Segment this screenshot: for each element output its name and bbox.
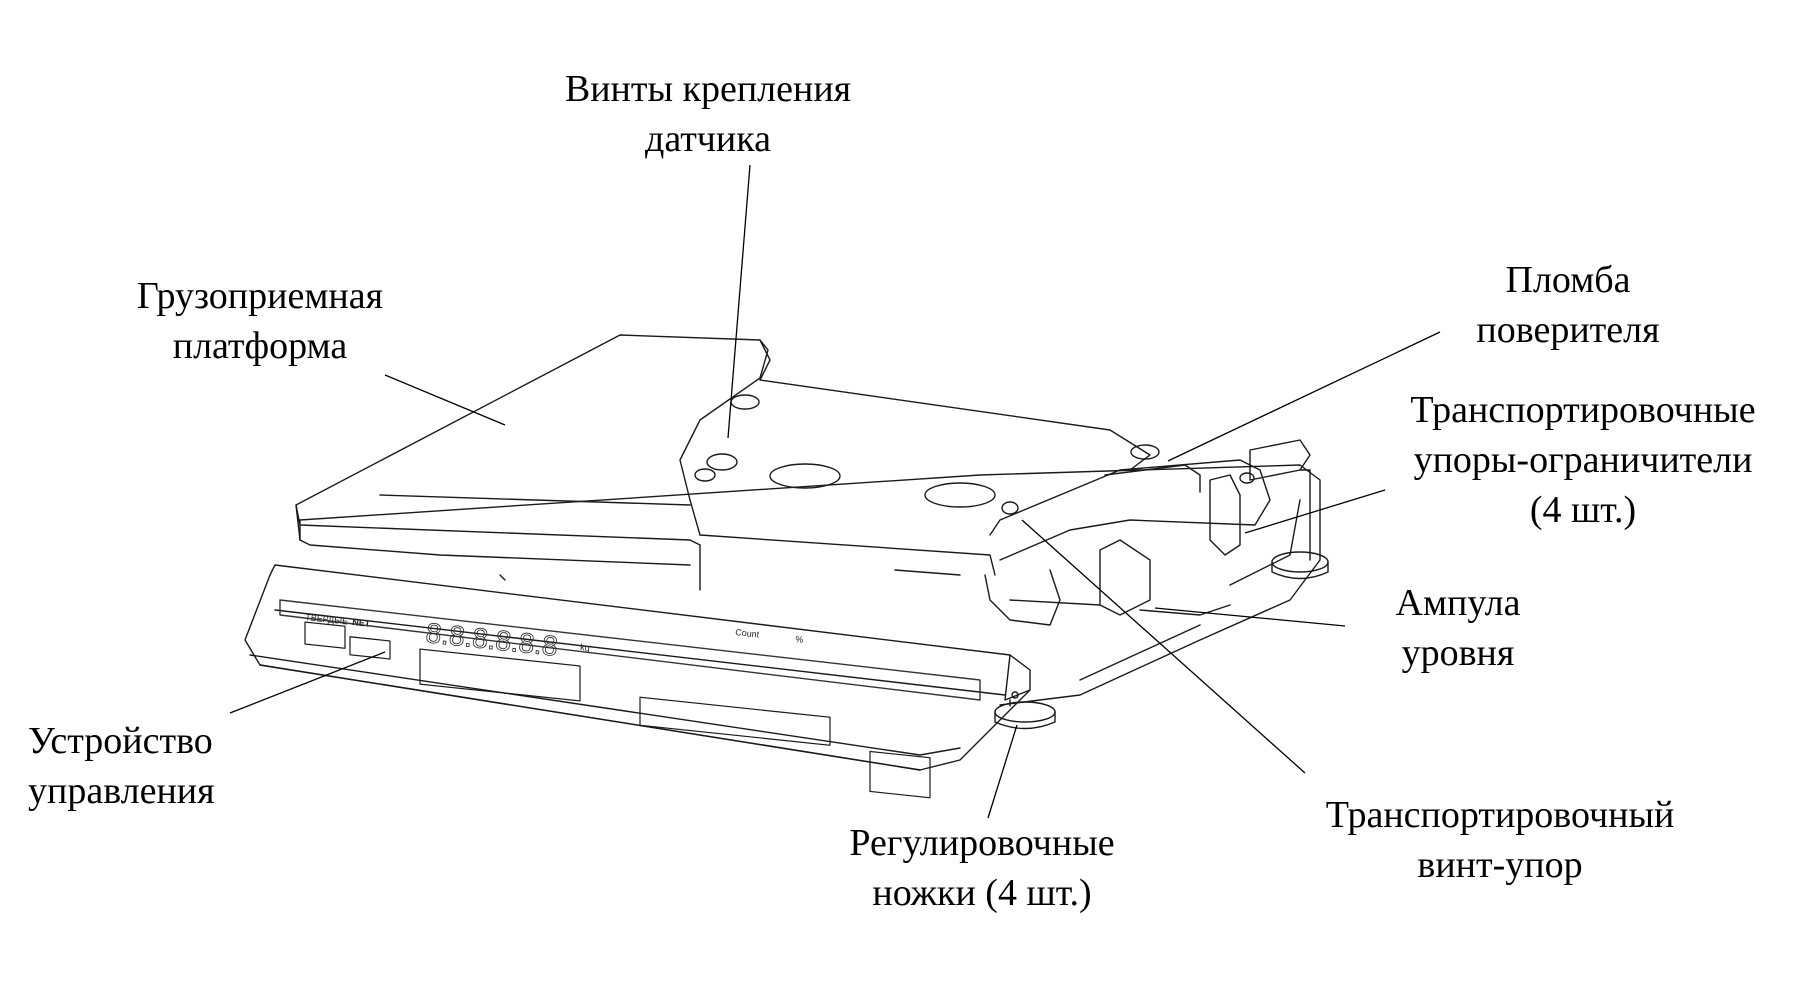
transport-mechanism — [984, 439, 1329, 626]
label-control-unit-line2: управления — [28, 770, 215, 812]
label-transport-stops-line2: упоры-ограничители — [1413, 439, 1753, 481]
label-adjusting-feet: Регулировочные ножки (4 шт.) — [832, 818, 1132, 918]
label-verifier-seal-line2: поверителя — [1476, 309, 1660, 351]
label-level-ampoule-line1: Ампула — [1395, 582, 1521, 624]
leader-transport-screw — [1021, 519, 1306, 774]
label-transport-stops-line3: (4 шт.) — [1529, 489, 1637, 531]
label-transport-stops: Транспортировочные упоры-ограничители (4… — [1378, 385, 1788, 535]
panel-count-text: Count — [735, 627, 760, 640]
label-transport-stops-line1: Транспортировочные — [1410, 389, 1756, 431]
adjusting-foot — [994, 691, 1056, 730]
panel-display-digits: 8.8.8.8.8.8 — [424, 617, 559, 662]
panel-percent-text: % — [795, 634, 804, 645]
load-platform — [295, 334, 1160, 591]
label-level-ampoule: Ампула уровня — [1358, 578, 1558, 678]
label-control-unit-line1: Устройство — [28, 720, 213, 762]
leader-level-ampoule — [1154, 607, 1346, 627]
label-transport-screw-line2: винт-упор — [1417, 844, 1583, 886]
panel-unit: kg — [580, 642, 591, 653]
leader-sensor-screws — [727, 164, 751, 439]
leader-control-unit — [229, 651, 386, 714]
label-adjusting-feet-line1: Регулировочные — [849, 822, 1115, 864]
label-level-ampoule-line2: уровня — [1401, 632, 1515, 674]
leader-verifier-seal — [1167, 331, 1441, 462]
leader-platform — [384, 374, 506, 426]
leader-transport-stops — [1244, 489, 1386, 534]
label-transport-screw: Транспортировочный винт-упор — [1290, 790, 1710, 890]
label-platform: Грузоприемная платформа — [110, 271, 410, 371]
label-control-unit: Устройство управления — [28, 716, 308, 816]
label-sensor-screws-line2: датчика — [644, 118, 772, 160]
leader-lines — [229, 164, 1441, 819]
label-verifier-seal: Пломба поверителя — [1448, 255, 1688, 355]
leader-adjusting-feet — [987, 724, 1018, 819]
label-verifier-seal-line1: Пломба — [1505, 259, 1631, 301]
panel-logo-text: ТВЕРДЫЕ — [305, 612, 349, 626]
label-sensor-screws-line1: Винты крепления — [564, 68, 852, 110]
label-adjusting-feet-line2: ножки (4 шт.) — [872, 872, 1092, 914]
control-panel-housing — [244, 564, 1031, 771]
panel-net-text: NET — [352, 617, 371, 629]
scale-base — [299, 464, 1321, 706]
label-transport-screw-line1: Транспортировочный — [1325, 794, 1675, 836]
panel-face — [304, 621, 931, 799]
label-platform-line2: платформа — [172, 325, 348, 367]
label-platform-line1: Грузоприемная — [136, 275, 384, 317]
label-sensor-screws: Винты крепления датчика — [548, 64, 868, 164]
